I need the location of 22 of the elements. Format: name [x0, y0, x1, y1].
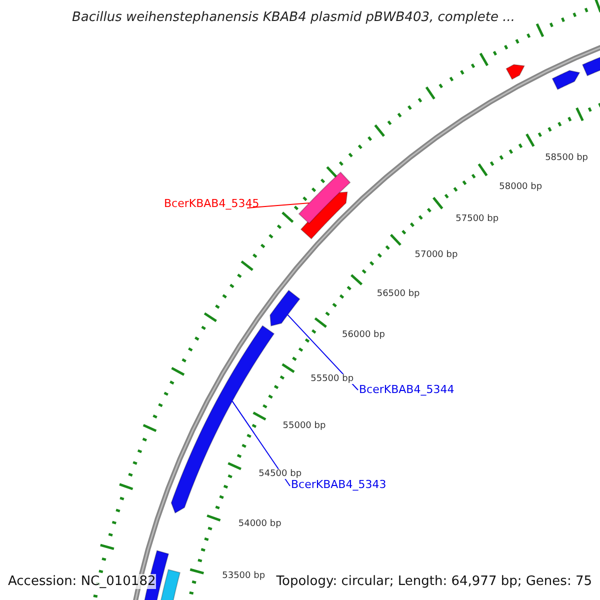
tick-label: 58000 bp — [499, 182, 542, 192]
leader-line — [232, 400, 290, 486]
tick-label: 55500 bp — [310, 374, 354, 384]
title: Bacillus weihenstephanensis KBAB4 plasmid pBWB403, complete ... — [72, 10, 516, 25]
tick-label: 56500 bp — [376, 288, 420, 298]
accession-text: Accession: NC_010182 — [8, 574, 156, 589]
tick-label: 53500 bp — [222, 571, 266, 582]
gene-label: BcerKBAB4_5343 — [291, 478, 386, 491]
gene-label: BcerKBAB4_5344 — [359, 383, 454, 396]
gene-arrow — [298, 172, 351, 224]
tick-label: 54500 bp — [258, 469, 302, 480]
tick-label: 56000 bp — [342, 330, 385, 340]
gene-arrow — [270, 290, 300, 327]
topology-text: Topology: circular; Length: 64,977 bp; Genes: 75 — [276, 574, 592, 589]
gene-label: BcerKBAB4_5345 — [164, 197, 260, 210]
tick-label: 57000 bp — [414, 250, 458, 260]
tick-label: 55000 bp — [282, 420, 326, 431]
tick-label: 57500 bp — [456, 214, 499, 224]
tick-label: 54000 bp — [238, 519, 282, 530]
leader-line — [246, 202, 310, 208]
leader-line — [287, 314, 358, 390]
tick-label: 58500 bp — [545, 153, 588, 164]
